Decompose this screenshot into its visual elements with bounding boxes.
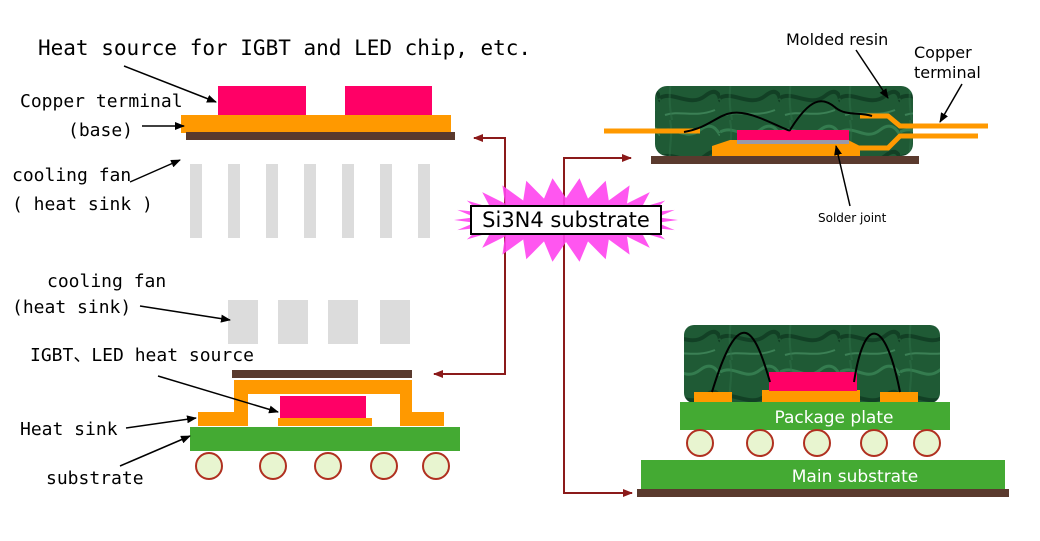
leader-cooling-fan-bottom — [139, 305, 231, 323]
solder-ball — [860, 429, 888, 457]
solder-ball — [746, 429, 774, 457]
leader-solder-joint — [834, 145, 851, 207]
label-main-substrate: Main substrate — [792, 467, 918, 487]
right-lead-top — [860, 113, 988, 129]
si3n4-base-top-right — [651, 156, 919, 164]
label-package-plate: Package plate — [775, 408, 894, 428]
sink-block — [380, 300, 410, 344]
fin — [190, 164, 202, 238]
label-heat-sink: Heat sink — [20, 419, 118, 440]
fin — [380, 164, 392, 238]
arrow-to-top-left — [473, 134, 506, 208]
bond-wire-right — [789, 100, 873, 131]
bond-wire-left — [683, 111, 791, 133]
leader-heat-source — [123, 65, 217, 103]
arrow-to-bottom-right — [563, 234, 633, 497]
solder-ball — [259, 452, 287, 480]
copper-base — [181, 115, 451, 133]
main-substrate — [641, 460, 1005, 490]
solder-balls-left — [195, 452, 450, 480]
chip-right — [345, 86, 432, 116]
solder-ball — [370, 452, 398, 480]
top-left-module — [181, 86, 455, 238]
leader-substrate — [119, 435, 191, 467]
label-copper-terminal-right-1: Copper — [914, 43, 972, 62]
label-cooling-fan-top-2: ( heat sink ) — [12, 194, 153, 215]
label-igbt-led: IGBT、LED heat source — [30, 345, 254, 366]
solder-ball — [195, 452, 223, 480]
fin — [266, 164, 278, 238]
top-right-module — [604, 86, 988, 164]
fin — [228, 164, 240, 238]
solder-layer — [737, 140, 849, 144]
label-heat-source: Heat source for IGBT and LED chip, etc. — [38, 36, 531, 60]
sink-block — [228, 300, 258, 344]
solder-balls-right — [686, 429, 941, 457]
leader-igbt-led — [157, 375, 279, 414]
leader-cooling-fan-top — [129, 159, 181, 183]
green-substrate — [190, 427, 460, 451]
arrow-to-top-right — [563, 154, 632, 208]
chip-in-package — [769, 372, 857, 391]
solder-ball — [803, 429, 831, 457]
bottom-left-module — [190, 300, 460, 480]
pad-right — [880, 392, 918, 402]
solder-ball — [686, 429, 714, 457]
sink-block — [328, 300, 358, 344]
leader-heat-sink — [125, 415, 197, 429]
label-solder-joint: Solder joint — [818, 211, 887, 225]
label-cooling-fan-bottom-1: cooling fan — [47, 271, 166, 292]
center-label: Si3N4 substrate — [482, 208, 650, 232]
sink-block — [278, 300, 308, 344]
fin — [342, 164, 354, 238]
die-pad — [762, 390, 860, 402]
si3n4-layer — [186, 132, 455, 140]
heat-sink-fins — [190, 164, 430, 238]
label-molded-resin: Molded resin — [786, 30, 888, 49]
solder-ball — [422, 452, 450, 480]
bond-wire-left-b — [711, 332, 771, 393]
label-cooling-fan-bottom-2: (heat sink) — [12, 297, 131, 318]
heat-sink-blocks — [228, 300, 410, 344]
si3n4-layer-bottom — [232, 370, 412, 378]
package-plate — [680, 402, 950, 430]
solder-ball — [314, 452, 342, 480]
center-label-box — [470, 205, 662, 235]
leader-copper-terminal-right — [939, 83, 963, 123]
igbt-chip — [280, 396, 366, 418]
label-copper-terminal-base-2: (base) — [68, 120, 133, 141]
solder-ball — [913, 429, 941, 457]
fin — [418, 164, 430, 238]
label-copper-terminal-right-2: terminal — [914, 63, 981, 82]
right-lead-bottom — [848, 133, 978, 151]
leader-molded-resin — [855, 49, 889, 99]
label-cooling-fan-top-1: cooling fan — [12, 165, 131, 186]
pad-left — [694, 392, 732, 402]
label-substrate: substrate — [46, 468, 144, 489]
si3n4-base-bottom-right — [637, 489, 1009, 497]
label-copper-terminal-base-1: Copper terminal — [20, 91, 183, 112]
chip-on-frame — [737, 130, 849, 140]
copper-clip — [198, 380, 444, 426]
bottom-right-module — [637, 325, 1009, 497]
bond-wire-right-b — [853, 332, 901, 393]
chip-left — [218, 86, 306, 116]
connector-arrows — [433, 134, 633, 497]
die-attach — [278, 418, 372, 426]
molded-resin-package — [684, 325, 940, 403]
arrow-to-bottom-left — [433, 234, 506, 378]
fin — [304, 164, 316, 238]
